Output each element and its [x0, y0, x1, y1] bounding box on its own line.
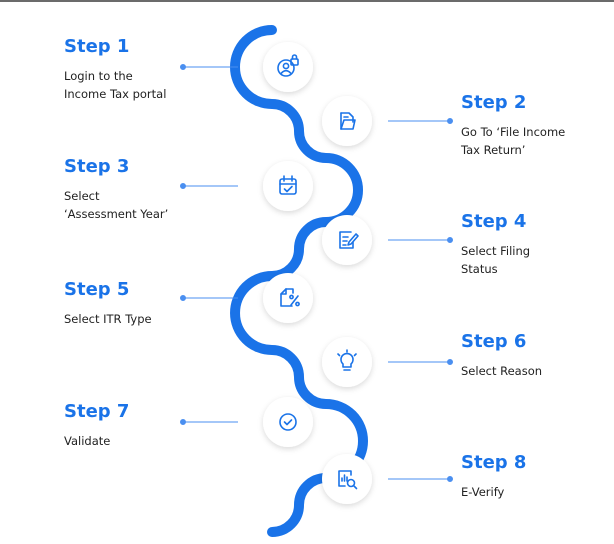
step-1-description: Login to the Income Tax portal [64, 69, 167, 101]
step-7: Step 7 Validate [64, 401, 264, 450]
step-5-node [263, 273, 313, 323]
step-7-title: Step 7 [64, 401, 130, 422]
step-5-description: Select ITR Type [64, 312, 152, 326]
step-6-description: Select Reason [461, 364, 543, 378]
step-2: Step 2 Go To ‘File Income Tax Return’ [461, 92, 614, 159]
step-3-description: Select ‘Assessment Year’ [64, 189, 169, 221]
step-3-title: Step 3 [64, 156, 130, 177]
step-8-title: Step 8 [461, 452, 527, 473]
percent-document-icon [280, 288, 300, 307]
edit-document-icon [339, 231, 359, 249]
top-border [0, 0, 614, 2]
step-5-title: Step 5 [64, 279, 130, 300]
step-4: Step 4 Select Filing Status [461, 211, 614, 278]
step-4-description: Select Filing Status [461, 244, 531, 276]
calendar-check-icon [279, 175, 297, 195]
lightbulb-icon [337, 349, 357, 371]
step-4-node [322, 215, 372, 265]
step-1-title: Step 1 [64, 36, 130, 57]
step-6: Step 6 Select Reason [461, 331, 614, 380]
step-1: Step 1 Login to the Income Tax portal [64, 36, 264, 103]
step-8-description: E-Verify [461, 485, 505, 499]
report-search-icon [338, 470, 358, 490]
step-8: Step 8 E-Verify [461, 452, 614, 501]
step-3: Step 3 Select ‘Assessment Year’ [64, 156, 264, 223]
step-7-description: Validate [64, 434, 111, 448]
document-folder-icon [340, 112, 356, 130]
step-6-node [322, 337, 372, 387]
user-lock-icon [277, 54, 299, 77]
step-5: Step 5 Select ITR Type [64, 279, 264, 328]
step-7-node [263, 397, 313, 447]
step-3-node [263, 161, 313, 211]
step-2-description: Go To ‘File Income Tax Return’ [461, 125, 566, 157]
step-2-title: Step 2 [461, 92, 527, 113]
step-2-node [322, 96, 372, 146]
step-6-title: Step 6 [461, 331, 527, 352]
step-4-title: Step 4 [461, 211, 527, 232]
check-circle-icon [279, 413, 297, 431]
